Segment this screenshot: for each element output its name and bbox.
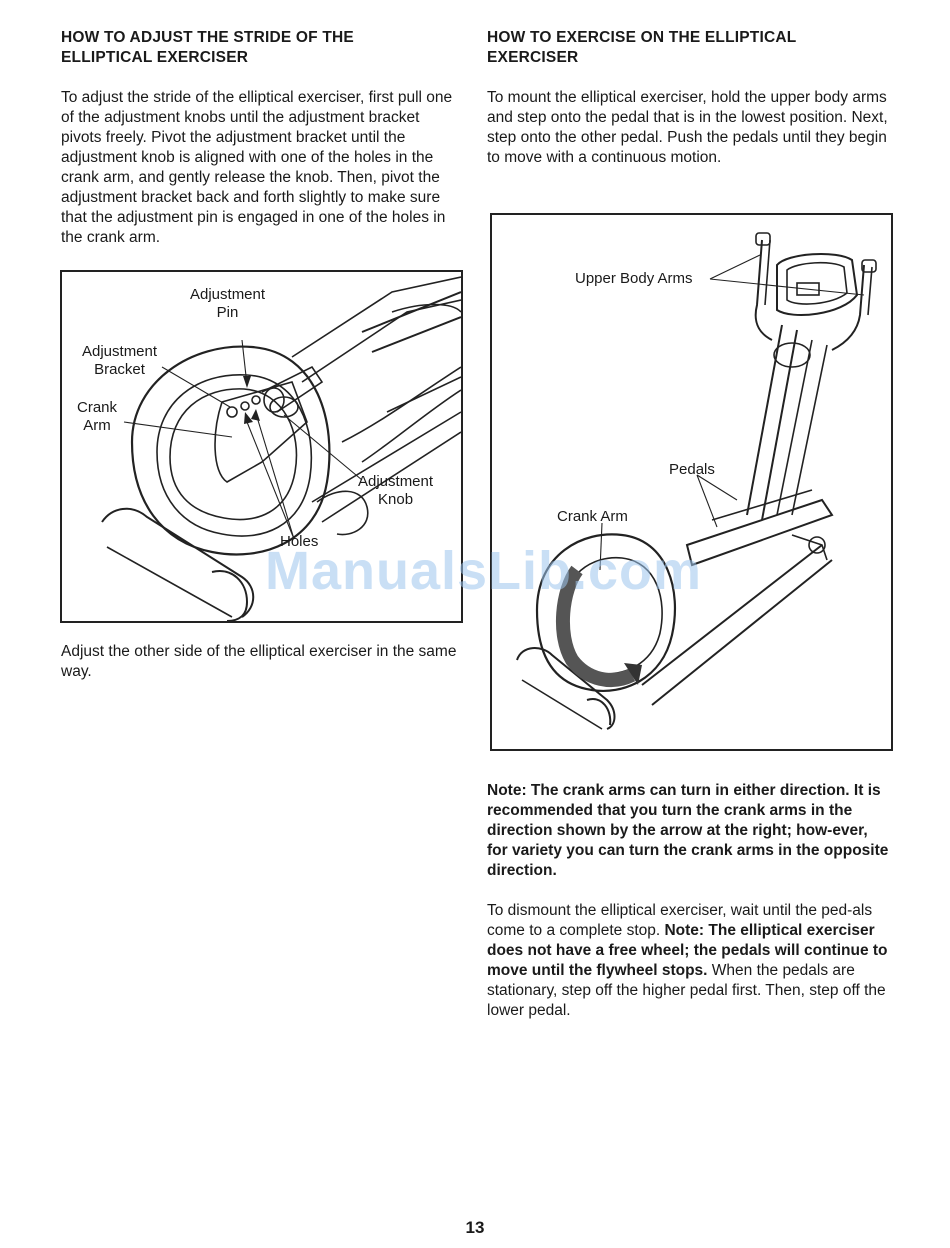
label-adjustment-knob-line1: Adjustment bbox=[358, 473, 434, 490]
label-crank-arm-detail: Crank Arm bbox=[77, 399, 117, 435]
label-adjustment-bracket-line2: Bracket bbox=[94, 361, 145, 378]
exercise-heading-line1: HOW TO EXERCISE ON THE ELLIPTICAL bbox=[487, 29, 797, 46]
label-adjustment-knob: Adjustment Knob bbox=[358, 473, 433, 509]
label-crank-arm-detail-line2: Arm bbox=[83, 417, 111, 434]
dismount-bold-note: Note: The elliptical exerciser does not … bbox=[487, 922, 888, 979]
label-adjustment-bracket: Adjustment Bracket bbox=[82, 343, 157, 379]
stride-adjustment-figure: Adjustment Pin Adjustment Bracket Crank … bbox=[60, 270, 463, 623]
other-side-paragraph: Adjust the other side of the elliptical … bbox=[61, 642, 461, 682]
elliptical-exerciser-illustration bbox=[516, 232, 877, 730]
exercise-heading-line2: EXERCISER bbox=[487, 49, 579, 66]
label-pedals: Pedals bbox=[669, 461, 715, 478]
label-upper-body-arms: Upper Body Arms bbox=[575, 270, 693, 287]
label-adjustment-pin-line2: Pin bbox=[216, 304, 239, 321]
label-adjustment-pin: Adjustment Pin bbox=[190, 286, 265, 322]
dismount-start: To dismount the elliptical exerciser, wa… bbox=[487, 902, 873, 939]
stride-paragraph: To adjust the stride of the elliptical e… bbox=[61, 89, 453, 246]
stride-heading: HOW TO ADJUST THE STRIDE OF THE ELLIPTIC… bbox=[61, 28, 464, 68]
label-crank-arm-detail-line1: Crank bbox=[77, 399, 118, 416]
label-adjustment-bracket-line1: Adjustment bbox=[82, 343, 158, 360]
right-column: HOW TO EXERCISE ON THE ELLIPTICAL EXERCI… bbox=[487, 28, 890, 168]
exerciser-overview-figure: Upper Body Arms Pedals Crank Arm bbox=[490, 213, 893, 751]
page-number: 13 bbox=[465, 1218, 485, 1237]
dismount-text: To dismount the elliptical exerciser, wa… bbox=[487, 901, 891, 1021]
dismount-paragraph: To dismount the elliptical exerciser, wa… bbox=[487, 901, 891, 1021]
stride-heading-line1: HOW TO ADJUST THE STRIDE OF THE bbox=[61, 29, 354, 46]
watermark: ManualsLib.com bbox=[265, 541, 703, 601]
stride-heading-line2: ELLIPTICAL EXERCISER bbox=[61, 49, 249, 66]
label-adjustment-knob-line2: Knob bbox=[378, 491, 414, 508]
other-side-text: Adjust the other side of the elliptical … bbox=[61, 643, 457, 680]
left-column: HOW TO ADJUST THE STRIDE OF THE ELLIPTIC… bbox=[61, 28, 464, 248]
exercise-heading: HOW TO EXERCISE ON THE ELLIPTICAL EXERCI… bbox=[487, 28, 890, 68]
stride-adjustment-illustration bbox=[101, 276, 461, 621]
crank-direction-note-text: Note: The crank arms can turn in either … bbox=[487, 782, 889, 879]
crank-direction-note: Note: The crank arms can turn in either … bbox=[487, 781, 891, 881]
label-adjustment-pin-line1: Adjustment bbox=[190, 286, 266, 303]
label-crank-arm: Crank Arm bbox=[557, 508, 628, 525]
label-holes: Holes bbox=[280, 533, 319, 550]
dismount-end: When the pedals are stationary, step off… bbox=[487, 962, 886, 1019]
mount-paragraph: To mount the elliptical exerciser, hold … bbox=[487, 89, 888, 166]
